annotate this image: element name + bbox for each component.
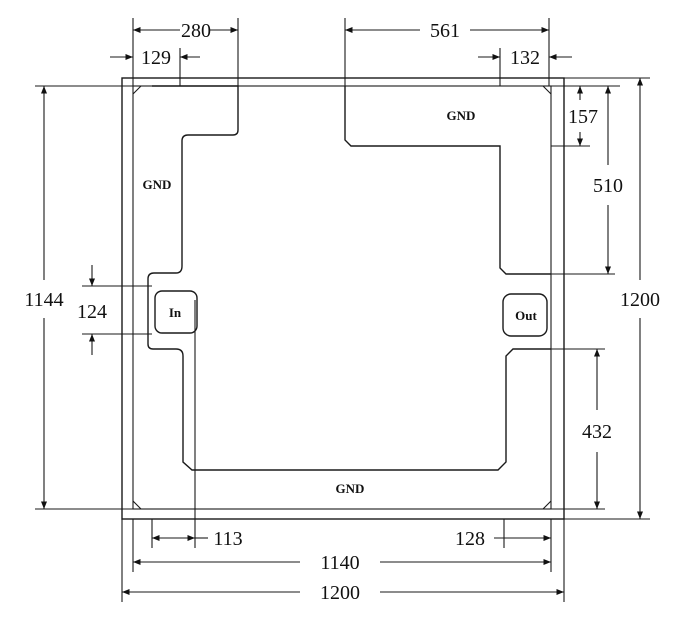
port-out-pad [502,293,548,337]
dim-280: 280 [181,20,211,42]
dim-132: 132 [510,47,540,69]
dim-124: 124 [77,301,107,323]
label-gnd-top-right: GND [447,108,476,123]
corner-chamfers [132,85,552,510]
extension-lines [35,18,650,602]
dim-510: 510 [593,175,623,197]
dim-113: 113 [213,528,242,550]
substrate-outline [121,77,565,520]
dim-561: 561 [430,20,460,42]
signal-trace [147,85,551,471]
dim-1144: 1144 [24,289,63,311]
inner-board-outline [132,85,552,510]
dim-1200-right: 1200 [620,289,660,311]
label-gnd-bottom: GND [336,481,365,496]
label-port-in: In [169,305,182,320]
dim-432: 432 [582,421,612,443]
dim-129: 129 [141,47,171,69]
dim-157: 157 [568,106,598,128]
port-in-pad [154,290,198,334]
dim-1200-bottom: 1200 [320,582,360,604]
dim-128: 128 [455,528,485,550]
dimension-lines [40,26,644,596]
gnd-trace-top-right [344,86,551,275]
label-gnd-left: GND [143,177,172,192]
label-port-out: Out [515,308,537,323]
dim-1140: 1140 [320,552,359,574]
